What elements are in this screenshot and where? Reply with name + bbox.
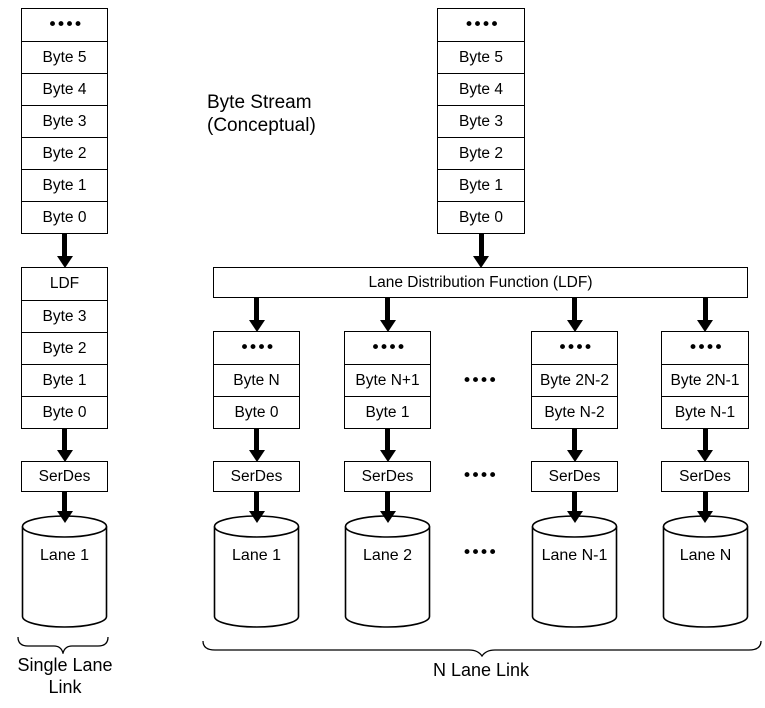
ellipsis-icon: •••• <box>370 338 406 358</box>
byte-cell: Byte N-2 <box>532 396 617 428</box>
ellipsis-icon: •••• <box>462 371 498 391</box>
lane-cylinder-single: Lane 1 <box>21 514 108 629</box>
ellipsis-icon: •••• <box>687 338 724 358</box>
cylinder-icon <box>21 515 108 628</box>
n-lane-link-label: N Lane Link <box>432 660 530 680</box>
byte-cell: •••• <box>22 9 107 41</box>
down-arrow-icon <box>248 492 265 523</box>
lane-label: Lane 1 <box>232 547 281 564</box>
byte-cell: Byte 0 <box>214 396 299 428</box>
underbrace-single-lane <box>17 636 109 654</box>
ellipsis-icon: •••• <box>47 15 83 35</box>
ellipsis-icon: •••• <box>463 15 500 35</box>
cylinder-icon <box>662 515 749 628</box>
down-arrow-icon <box>248 429 265 462</box>
byte-cell: Byte 5 <box>22 41 107 73</box>
down-arrow-icon <box>697 429 713 462</box>
byte-cell: Byte 5 <box>438 41 524 73</box>
down-arrow-icon <box>697 492 713 523</box>
down-arrow-icon <box>379 297 396 332</box>
byte-cell: Byte 3 <box>22 300 107 332</box>
lane-byte-stack-3: •••• Byte 2N-2 Byte N-2 <box>531 331 618 429</box>
byte-cell: Byte 2 <box>22 137 107 169</box>
cylinder-icon <box>213 515 300 628</box>
byte-cell: Byte 2 <box>438 137 524 169</box>
byte-cell: Byte N+1 <box>345 364 430 396</box>
byte-cell: Byte 2 <box>22 332 107 364</box>
byte-stream-stack-single: •••• Byte 5 Byte 4 Byte 3 Byte 2 Byte 1 … <box>21 8 108 234</box>
byte-cell: Byte 3 <box>438 105 524 137</box>
byte-cell: •••• <box>662 332 748 364</box>
byte-cell: Byte N <box>214 364 299 396</box>
byte-cell: Byte 2N-2 <box>532 364 617 396</box>
serdes-box-2: SerDes <box>344 461 431 492</box>
serdes-box-single: SerDes <box>21 461 108 492</box>
byte-cell: Byte 0 <box>22 201 107 233</box>
ldf-box: Lane Distribution Function (LDF) <box>213 267 748 298</box>
byte-cell: Byte 1 <box>345 396 430 428</box>
ellipsis-icon: •••• <box>239 338 275 358</box>
underbrace-n-lane <box>202 640 762 657</box>
down-arrow-icon <box>379 429 396 462</box>
byte-cell: Byte 1 <box>22 364 107 396</box>
down-arrow-icon <box>56 492 73 523</box>
byte-cell: •••• <box>214 332 299 364</box>
byte-cell: Byte 4 <box>438 73 524 105</box>
down-arrow-icon <box>56 429 73 462</box>
lane-cylinder-4: Lane N <box>662 514 749 629</box>
byte-cell: Byte 0 <box>22 396 107 428</box>
serdes-box-1: SerDes <box>213 461 300 492</box>
lane-label: Lane 1 <box>40 547 89 564</box>
byte-cell: •••• <box>438 9 524 41</box>
ldf-cell: LDF <box>22 268 107 300</box>
lane-label: Lane N-1 <box>541 547 608 564</box>
byte-cell: •••• <box>532 332 617 364</box>
byte-stream-caption: Byte Stream (Conceptual) <box>207 92 316 136</box>
down-arrow-icon <box>566 492 583 523</box>
byte-stream-stack-n: •••• Byte 5 Byte 4 Byte 3 Byte 2 Byte 1 … <box>437 8 525 234</box>
lane-label: Lane 2 <box>363 547 412 564</box>
cylinder-icon <box>531 515 618 628</box>
serdes-box-3: SerDes <box>531 461 618 492</box>
single-lane-link-label: Single Lane Link <box>17 655 113 697</box>
byte-cell: Byte 3 <box>22 105 107 137</box>
byte-cell: •••• <box>345 332 430 364</box>
down-arrow-icon <box>566 297 583 332</box>
byte-cell: Byte 0 <box>438 201 524 233</box>
down-arrow-icon <box>248 297 265 332</box>
lane-cylinder-1: Lane 1 <box>213 514 300 629</box>
lane-byte-stack-4: •••• Byte 2N-1 Byte N-1 <box>661 331 749 429</box>
cylinder-icon <box>344 515 431 628</box>
down-arrow-icon <box>473 234 489 268</box>
serdes-box-4: SerDes <box>661 461 749 492</box>
ellipsis-icon: •••• <box>557 338 593 358</box>
lane-byte-stack-2: •••• Byte N+1 Byte 1 <box>344 331 431 429</box>
byte-cell: Byte 1 <box>22 169 107 201</box>
byte-cell: Byte 2N-1 <box>662 364 748 396</box>
down-arrow-icon <box>566 429 583 462</box>
ldf-byte-stack-single: LDF Byte 3 Byte 2 Byte 1 Byte 0 <box>21 267 108 429</box>
down-arrow-icon <box>697 297 713 332</box>
lane-cylinder-3: Lane N-1 <box>531 514 618 629</box>
lane-cylinder-2: Lane 2 <box>344 514 431 629</box>
lane-label: Lane N <box>679 547 732 564</box>
ellipsis-icon: •••• <box>462 543 498 563</box>
byte-cell: Byte 4 <box>22 73 107 105</box>
byte-cell: Byte N-1 <box>662 396 748 428</box>
byte-cell: Byte 1 <box>438 169 524 201</box>
down-arrow-icon <box>379 492 396 523</box>
down-arrow-icon <box>56 234 73 268</box>
lane-byte-stack-1: •••• Byte N Byte 0 <box>213 331 300 429</box>
ellipsis-icon: •••• <box>462 466 498 486</box>
